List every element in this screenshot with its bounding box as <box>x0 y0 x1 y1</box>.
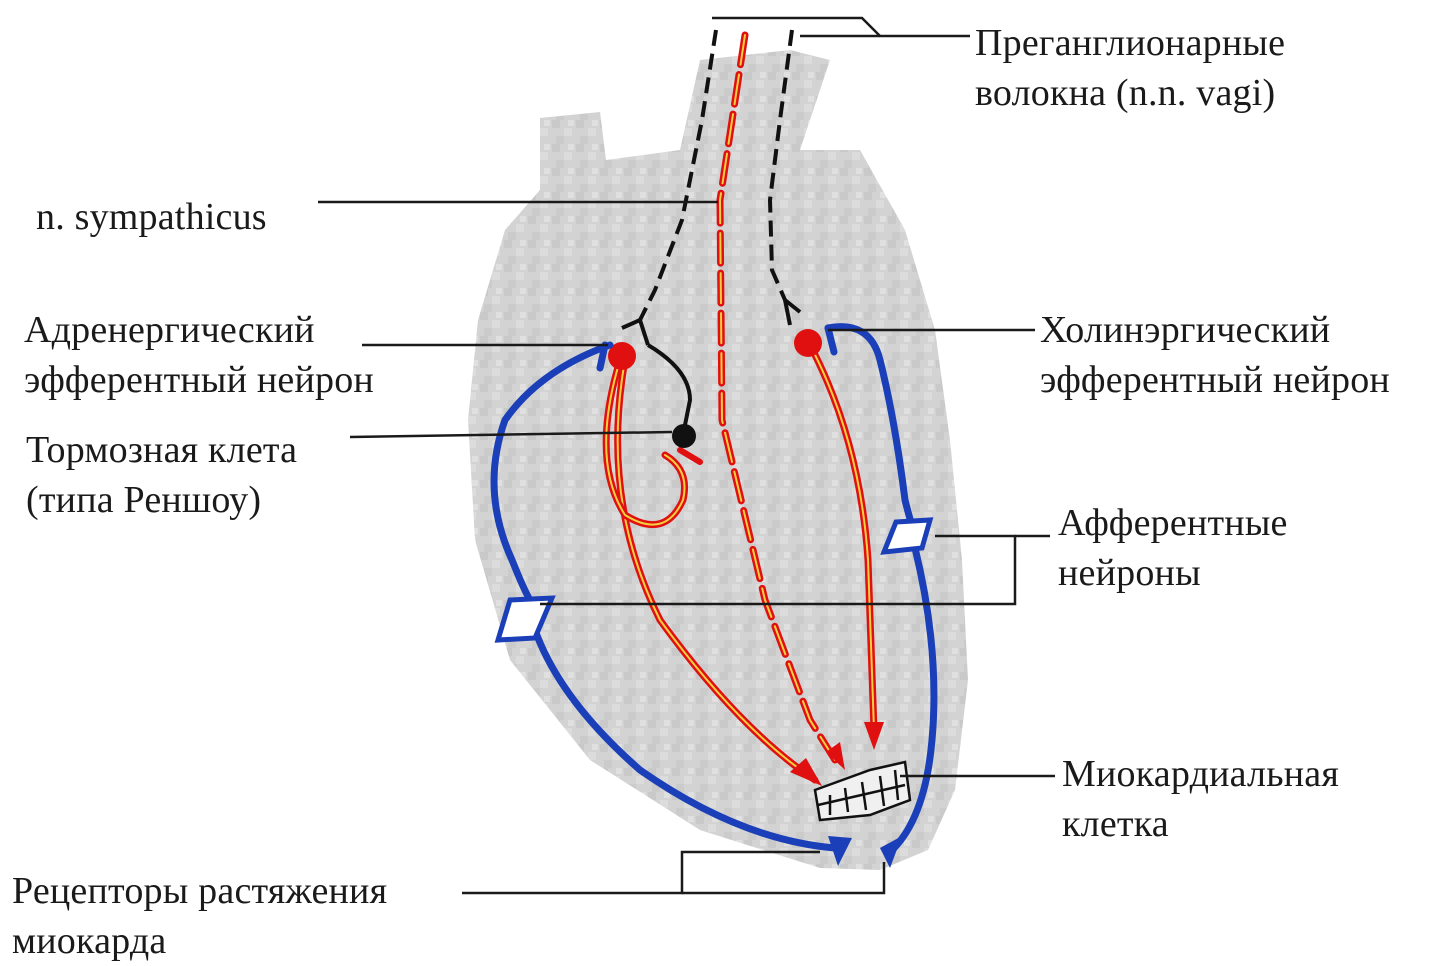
cholinergic-neuron <box>794 329 822 357</box>
label-sympathicus: n. sympathicus <box>36 192 267 242</box>
label-preganglionic-fibers: Преганглионарные волокна (n.n. vagi) <box>975 18 1285 118</box>
label-line: клетка <box>1062 799 1339 849</box>
label-stretch-receptors: Рецепторы растяжения миокарда <box>12 866 387 966</box>
label-line: эфферентный нейрон <box>1040 355 1390 405</box>
label-line: Адренергический <box>24 305 374 355</box>
label-cholinergic-neuron: Холинэргический эфферентный нейрон <box>1040 305 1390 405</box>
heart-silhouette <box>468 50 968 870</box>
inhibitory-cell <box>672 424 696 448</box>
label-line: Холинэргический <box>1040 305 1390 355</box>
label-line: нейроны <box>1058 548 1288 598</box>
label-adrenergic-neuron: Адренергический эфферентный нейрон <box>24 305 374 405</box>
label-line: волокна (n.n. vagi) <box>975 68 1285 118</box>
label-inhibitory-cell: Тормозная клета (типа Реншоу) <box>26 425 297 525</box>
label-line: Миокардиальная <box>1062 749 1339 799</box>
label-line: Преганглионарные <box>975 18 1285 68</box>
label-line: Рецепторы растяжения <box>12 866 387 916</box>
label-line: Афферентные <box>1058 498 1288 548</box>
label-line: (типа Реншоу) <box>26 475 297 525</box>
label-myocardial-cell: Миокардиальная клетка <box>1062 749 1339 849</box>
label-line: Тормозная клета <box>26 425 297 475</box>
label-line: n. sympathicus <box>36 192 267 242</box>
label-line: миокарда <box>12 916 387 966</box>
label-afferent-neurons: Афферентные нейроны <box>1058 498 1288 598</box>
label-line: эфферентный нейрон <box>24 355 374 405</box>
